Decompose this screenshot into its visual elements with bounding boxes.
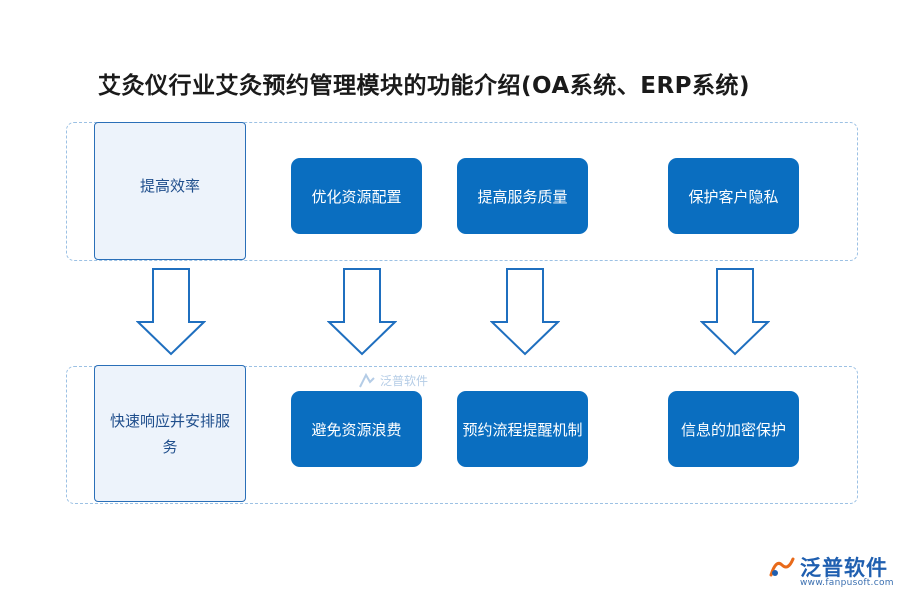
down-arrow-2 bbox=[327, 268, 397, 356]
brand-logo-icon bbox=[769, 557, 795, 577]
row-2-label: 快速响应并安排服务 bbox=[94, 365, 246, 502]
card-avoid-waste: 避免资源浪费 bbox=[291, 391, 422, 467]
down-arrow-1 bbox=[136, 268, 206, 356]
card-improve-service: 提高服务质量 bbox=[457, 158, 588, 234]
center-watermark-text: 泛普软件 bbox=[380, 374, 429, 388]
row-1-frame bbox=[66, 122, 858, 261]
card-encryption: 信息的加密保护 bbox=[668, 391, 799, 467]
row-1-label: 提高效率 bbox=[94, 122, 246, 260]
brand-logo: 泛普软件 bbox=[768, 552, 888, 582]
diagram-title: 艾灸仪行业艾灸预约管理模块的功能介绍(OA系统、ERP系统) bbox=[98, 73, 751, 99]
card-reminder-mechanism: 预约流程提醒机制 bbox=[457, 391, 588, 467]
card-optimize-resources: 优化资源配置 bbox=[291, 158, 422, 234]
brand-name: 泛普软件 bbox=[800, 556, 888, 580]
watermark-logo-icon bbox=[359, 372, 375, 387]
down-arrow-3 bbox=[490, 268, 560, 356]
card-protect-privacy: 保护客户隐私 bbox=[668, 158, 799, 234]
center-watermark: 泛普软件 bbox=[358, 372, 428, 389]
row-2-frame bbox=[66, 366, 858, 504]
down-arrow-4 bbox=[700, 268, 770, 356]
brand-url: www.fanpusoft.com bbox=[800, 578, 894, 588]
